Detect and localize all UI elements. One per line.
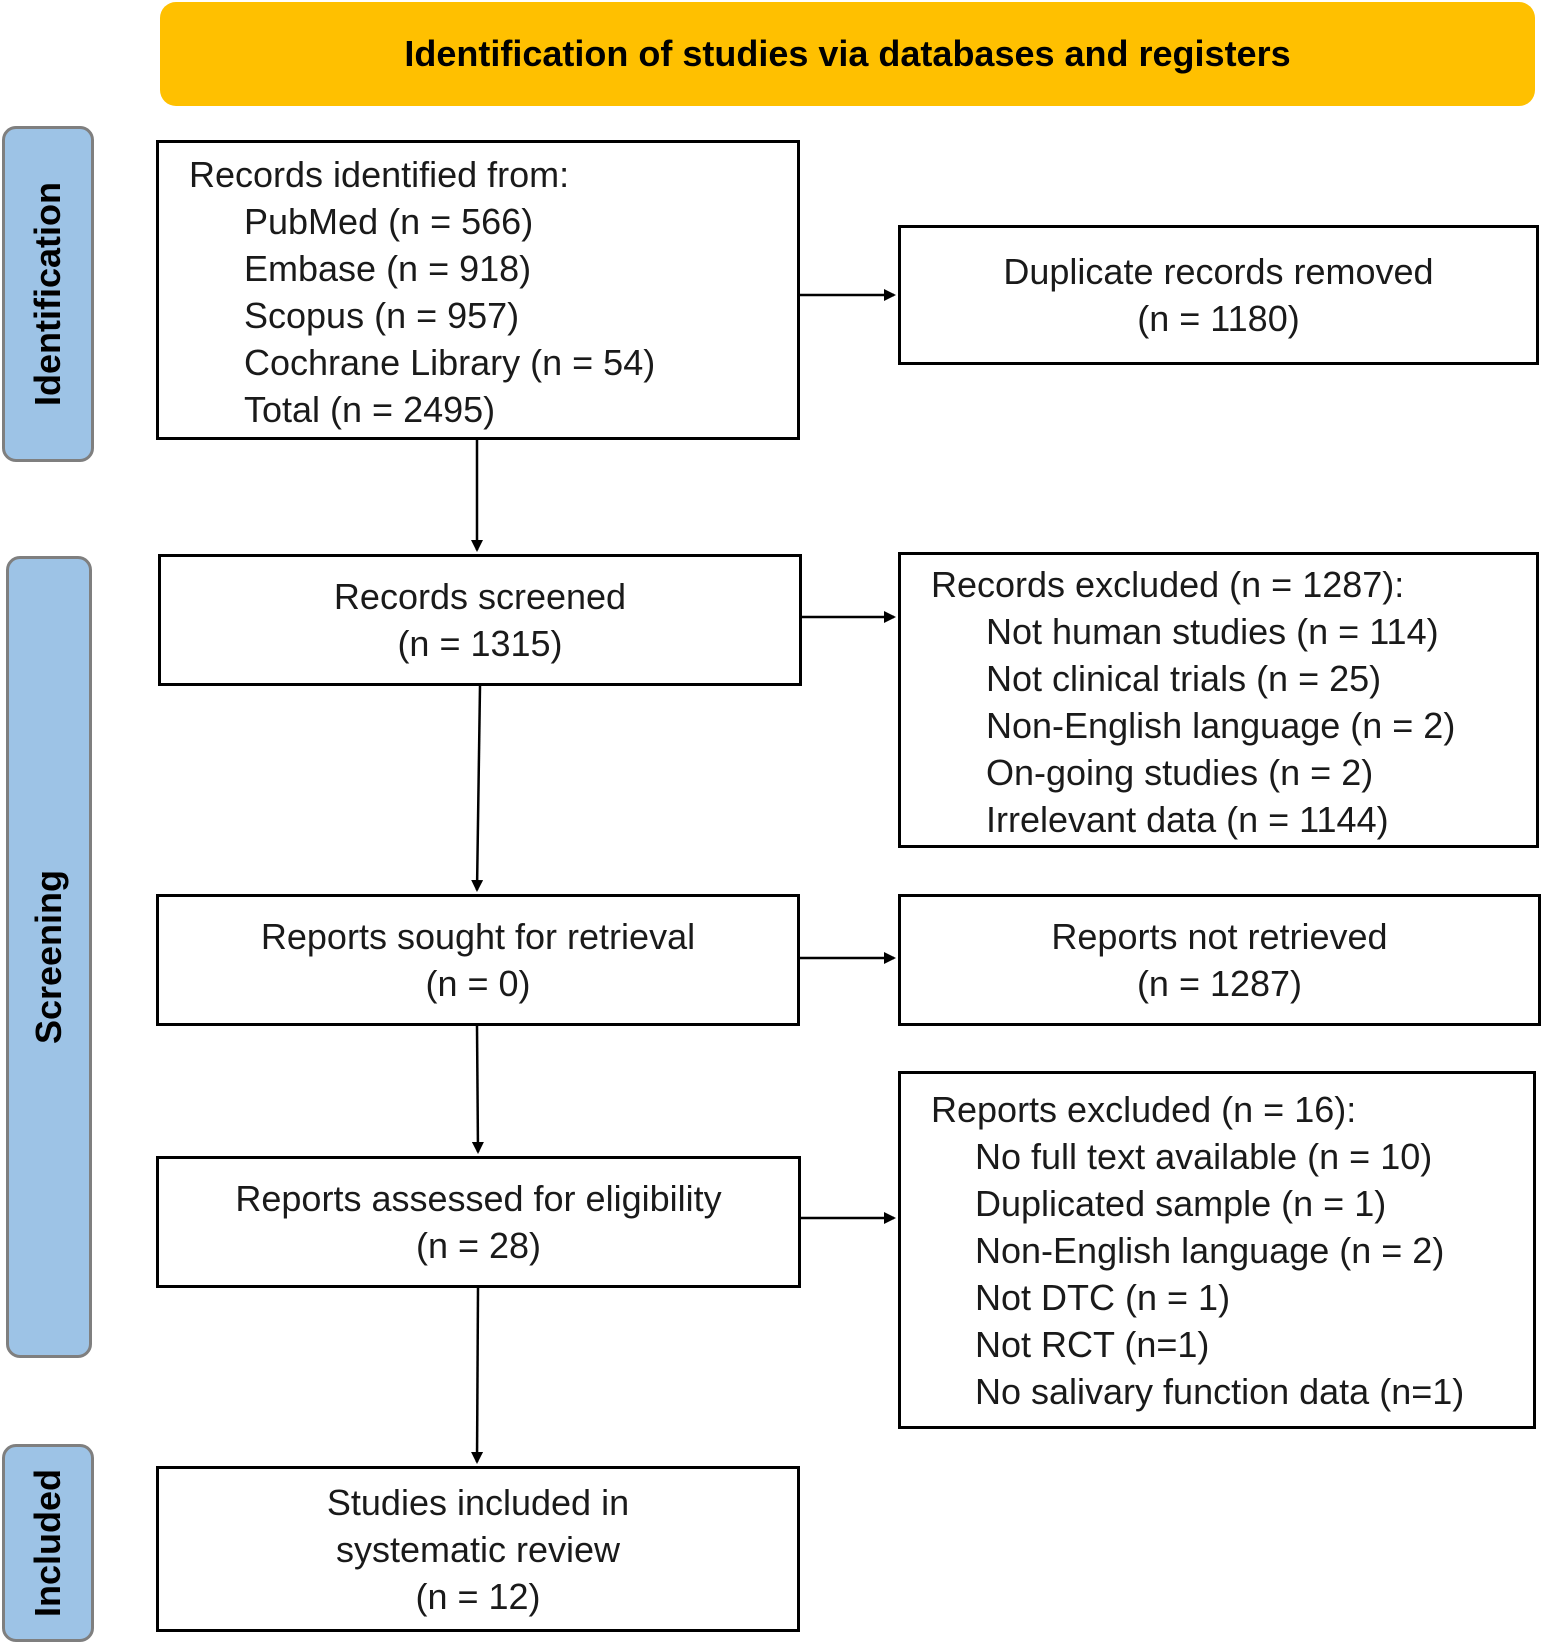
studies-included-label-2: systematic review (335, 1528, 621, 1570)
reports-not-retrieved-box: Reports not retrieved (n = 1287) (898, 894, 1541, 1026)
reports-sought-label: Reports sought for retrieval (260, 916, 696, 957)
reports-not-retrieved-count: (n = 1287) (1136, 963, 1303, 1004)
reports-assessed-count: (n = 28) (415, 1225, 542, 1266)
records-screened-label: Records screened (333, 576, 627, 617)
duplicates-removed-box: Duplicate records removed (n = 1180) (898, 225, 1539, 365)
source-embase: Embase (n = 918) (244, 248, 532, 289)
source-pubmed: PubMed (n = 566) (244, 201, 534, 242)
studies-included-box: Studies included in systematic review (n… (156, 1466, 800, 1632)
reports-sought-box: Reports sought for retrieval (n = 0) (156, 894, 800, 1026)
arrow-screened-to-sought (471, 685, 484, 892)
studies-included-label-1: Studies included in (326, 1481, 630, 1523)
duplicates-removed-count: (n = 1180) (1137, 298, 1300, 339)
reports-sought-count: (n = 0) (425, 963, 531, 1004)
records-identified-box: Records identified from: PubMed (n = 566… (156, 140, 800, 440)
reports-excluded-box: Reports excluded (n = 16): No full text … (898, 1071, 1536, 1429)
header-banner: Identification of studies via databases … (160, 2, 1535, 106)
header-title: Identification of studies via databases … (404, 33, 1291, 74)
records-screened-box: Records screened (n = 1315) (158, 554, 802, 686)
phase-identification: Identification (2, 126, 94, 462)
phase-included: Included (2, 1444, 94, 1642)
records-excluded-box: Records excluded (n = 1287): Not human s… (898, 552, 1539, 848)
phase-screening: Screening (6, 556, 92, 1358)
reports-assessed-box: Reports assessed for eligibility (n = 28… (156, 1156, 801, 1288)
excluded-no-full-text: No full text available (n = 10) (975, 1136, 1433, 1177)
excluded-not-clinical: Not clinical trials (n = 25) (986, 658, 1382, 699)
source-scopus: Scopus (n = 957) (244, 295, 520, 336)
source-total: Total (n = 2495) (244, 389, 496, 430)
records-screened-count: (n = 1315) (397, 623, 563, 664)
reports-excluded-heading: Reports excluded (n = 16): (931, 1089, 1357, 1130)
excluded-non-english: Non-English language (n = 2) (986, 705, 1456, 746)
records-identified-heading: Records identified from: (189, 154, 570, 195)
excluded-irrelevant: Irrelevant data (n = 1144) (986, 799, 1389, 840)
arrow-sought-to-assessed (471, 1025, 484, 1154)
excluded-duplicated-sample: Duplicated sample (n = 1) (975, 1183, 1387, 1224)
excluded-not-rct: Not RCT (n=1) (975, 1324, 1210, 1365)
excluded-non-english-reports: Non-English language (n = 2) (975, 1230, 1445, 1271)
reports-assessed-label: Reports assessed for eligibility (235, 1178, 722, 1219)
source-cochrane: Cochrane Library (n = 54) (244, 342, 656, 383)
studies-included-count: (n = 12) (415, 1575, 541, 1617)
reports-not-retrieved-label: Reports not retrieved (1051, 916, 1388, 957)
records-excluded-heading: Records excluded (n = 1287): (931, 564, 1405, 605)
arrow-assessed-to-included (471, 1287, 484, 1464)
excluded-ongoing: On-going studies (n = 2) (986, 752, 1374, 793)
excluded-not-human: Not human studies (n = 114) (986, 611, 1439, 652)
excluded-no-salivary-data: No salivary function data (n=1) (975, 1371, 1465, 1412)
duplicates-removed-label: Duplicate records removed (1003, 251, 1434, 292)
excluded-not-dtc: Not DTC (n = 1) (975, 1277, 1231, 1318)
